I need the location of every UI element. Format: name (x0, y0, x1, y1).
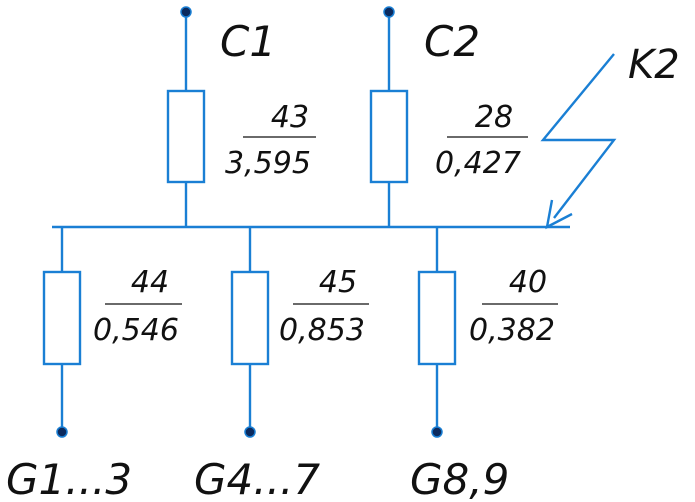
g4-resistor (230, 270, 270, 366)
branch-g4: G4...7 45 0,853 (194, 227, 369, 502)
fault-arrowhead-icon (545, 199, 573, 230)
g1-denominator: 0,546 (93, 313, 179, 348)
c2-terminal (383, 6, 395, 18)
g1-numerator: 44 (131, 265, 169, 300)
g8-numerator: 40 (509, 265, 547, 300)
c2-numerator: 28 (475, 100, 513, 135)
branch-g1: G1...3 44 0,546 (6, 227, 182, 502)
c2-denominator: 0,427 (435, 146, 521, 181)
fault-k2: K2 (540, 42, 680, 230)
g4-denominator: 0,853 (279, 313, 365, 348)
g1-label: G1...3 (6, 455, 132, 502)
fault-lightning-icon (540, 53, 617, 219)
c1-terminal (180, 6, 192, 18)
g1-resistor (42, 270, 82, 366)
c2-resistor (369, 89, 409, 184)
c2-label: C2 (424, 17, 480, 66)
g8-denominator: 0,382 (469, 313, 555, 348)
g8-terminal (431, 426, 443, 438)
c1-resistor (166, 89, 206, 184)
c1-label: C1 (220, 17, 276, 66)
branch-c1: C1 43 3,595 (166, 6, 316, 227)
branch-g8: G8,9 40 0,382 (410, 227, 558, 502)
c1-denominator: 3,595 (225, 146, 311, 181)
fault-label: K2 (628, 42, 680, 88)
c1-numerator: 43 (271, 100, 309, 135)
g4-numerator: 45 (319, 265, 357, 300)
g8-label: G8,9 (410, 455, 509, 502)
g4-label: G4...7 (194, 455, 320, 502)
g8-resistor (417, 270, 457, 366)
g4-terminal (244, 426, 256, 438)
g1-terminal (56, 426, 68, 438)
branch-c2: C2 28 0,427 (369, 6, 528, 227)
